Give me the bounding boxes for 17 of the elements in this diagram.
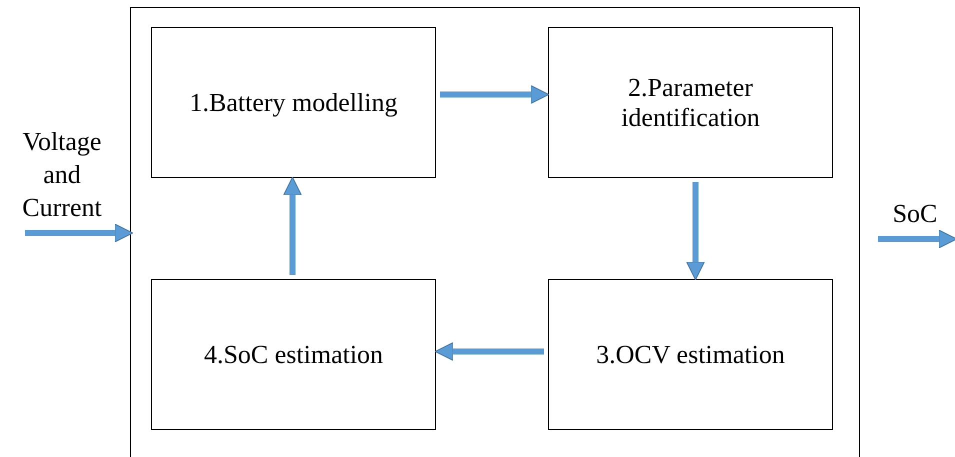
box-label: 2.Parameter identification [620, 72, 761, 132]
process-box [548, 27, 833, 178]
process-box [151, 279, 436, 430]
block-arrow [283, 176, 302, 275]
block-arrow [25, 224, 134, 242]
box-label: 1.Battery modelling [190, 88, 398, 118]
edge-label: SoC [892, 198, 938, 230]
block-arrow [440, 85, 550, 104]
process-box [548, 279, 833, 430]
box-label: 3.OCV estimation [596, 340, 785, 370]
edge-label: Voltage and Current [21, 126, 103, 224]
system-frame [130, 7, 860, 457]
process-box [151, 27, 436, 178]
box-label: 4.SoC estimation [204, 340, 384, 370]
block-arrow [434, 342, 544, 361]
block-arrow [878, 230, 955, 248]
block-arrow [686, 182, 705, 280]
